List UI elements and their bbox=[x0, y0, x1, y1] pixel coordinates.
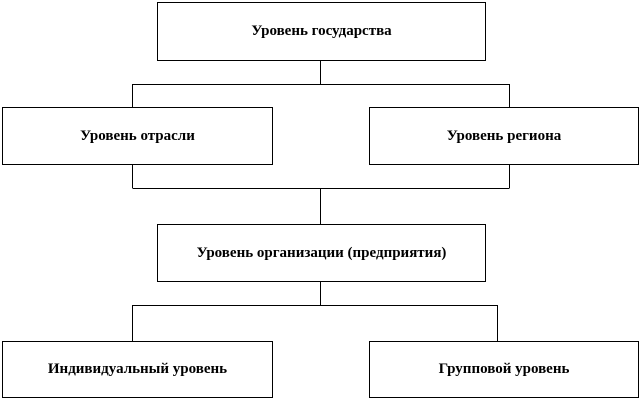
node-individual-level-label: Индивидуальный уровень bbox=[47, 361, 228, 377]
node-group-level: Групповой уровень bbox=[369, 341, 639, 398]
node-organization-level: Уровень организации (предприятия) bbox=[157, 224, 486, 282]
node-state-level-label: Уровень государства bbox=[251, 23, 392, 39]
node-organization-level-label: Уровень организации (предприятия) bbox=[196, 244, 447, 261]
node-individual-level: Индивидуальный уровень bbox=[2, 341, 273, 398]
node-branch-level: Уровень отрасли bbox=[2, 107, 273, 165]
node-region-level-label: Уровень региона bbox=[446, 127, 562, 144]
node-branch-level-label: Уровень отрасли bbox=[80, 127, 195, 144]
node-region-level: Уровень региона bbox=[369, 107, 639, 165]
node-state-level: Уровень государства bbox=[157, 2, 486, 61]
node-group-level-label: Групповой уровень bbox=[438, 361, 570, 377]
